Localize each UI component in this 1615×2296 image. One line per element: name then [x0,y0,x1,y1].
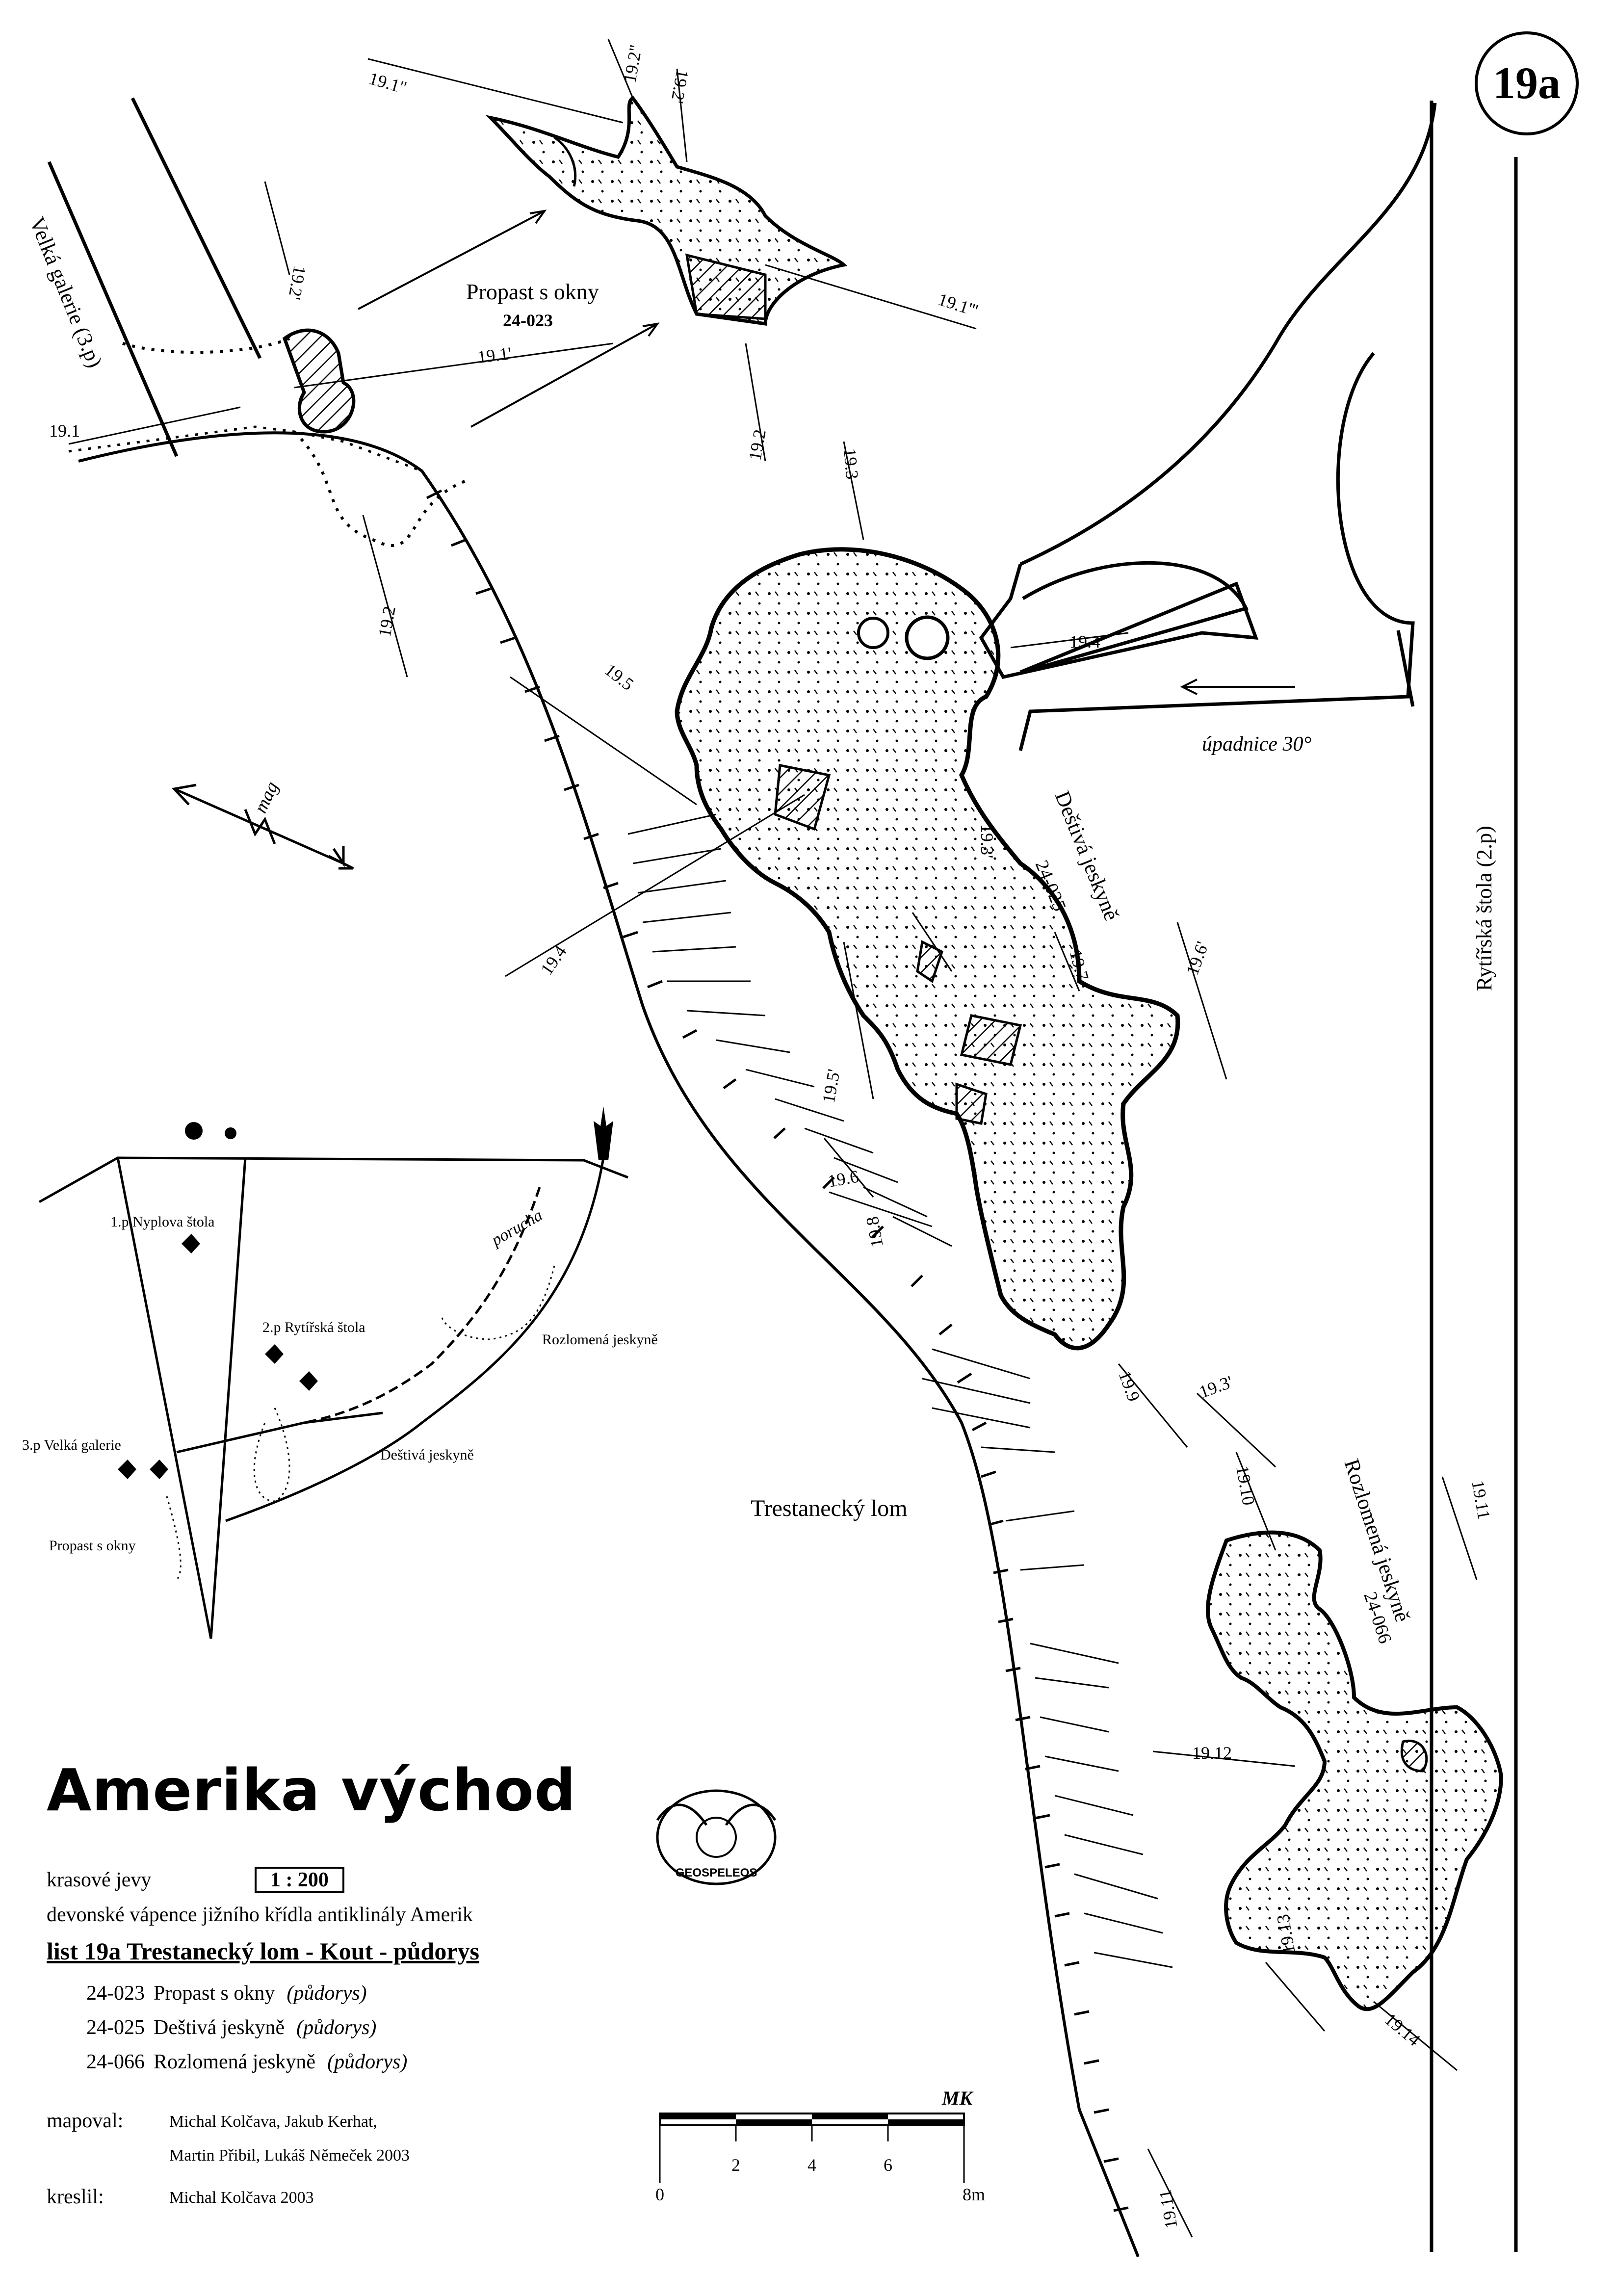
mapoval-label: mapoval: [47,2110,124,2132]
velka-galerie-label: Velká galerie (3.p) [25,213,107,371]
profile-destiva: Deštivá jeskyně [380,1447,474,1463]
upadnice-label: úpadnice 30° [1202,733,1311,756]
propast-code-label: 24-023 [503,311,553,330]
logo-text: GEOSPELEOS [676,1866,757,1879]
cave-entry-1: 24-023 Propast s okny (půdorys) [47,1982,367,2005]
station-19-3p-a: 19.3' [977,824,997,859]
mapoval-names-1: Michal Kolčava, Jakub Kerhat, [169,2113,377,2131]
propast-name-label: Propast s okny [466,279,599,304]
station-19-9: 19.9 [1115,1368,1144,1404]
cave-name: Deštivá jeskyně [154,2016,285,2039]
station-19-1: 19.1 [49,421,80,441]
upper-tunnel [979,352,1415,751]
station-19-5p: 19.5' [818,1068,843,1104]
kreslil-label: kreslil: [47,2186,104,2208]
station-19-2-bottom: 19.2 [745,428,769,462]
station-19-2pp: 19.2" [620,43,646,84]
station-19-6: 19.6 [826,1167,860,1191]
scale-tick-0: 0 [655,2185,664,2204]
scale-tick-4: 4 [808,2155,816,2175]
propast-leader-arrows [358,209,660,428]
profile-trees [185,1106,613,1160]
scale-bar: 0 2 4 6 8m MK [655,2087,985,2204]
station-19-11-right: 19.11 [1468,1479,1494,1520]
cave-code: 24-025 [86,2016,145,2039]
profile-rozlomena: Rozlomená jeskyně [542,1331,658,1348]
krasove-label: krasové jevy [47,1869,152,1891]
cave-code: 24-066 [86,2051,145,2073]
upadnice-arrow [1180,678,1295,695]
profile-propast: Propast s okny [49,1538,136,1554]
sheet-title: list 19a Trestanecký lom - Kout - půdory… [47,1937,479,1965]
survey-lines [68,39,1478,2238]
profile-level2: 2.p Rytířská štola [262,1319,365,1335]
cave-note: (půdorys) [287,1982,367,2005]
cave-entry-2: 24-025 Deštivá jeskyně (půdorys) [47,2016,376,2039]
station-19-14: 19.14 [1381,2009,1424,2050]
station-19-1ppp: 19.1''' [936,289,981,321]
north-arrow [172,783,354,870]
sheet-badge: 19a [1475,31,1579,135]
geology-line: devonské vápence jižního křídla antiklin… [47,1904,473,1926]
rozlomena-jeskyne [1205,1530,1504,2011]
station-19-6p: 19.6' [1182,939,1212,978]
propast-entrance [68,328,467,547]
cave-code: 24-023 [86,1982,145,2005]
quarry-ticks [426,489,1129,2212]
sheet-badge-text: 19a [1493,58,1561,108]
scale-tick-6: 6 [884,2155,892,2175]
cave-note: (půdorys) [327,2051,408,2073]
north-arrow-label: mag [250,779,283,816]
cave-name: Rozlomená jeskyně [154,2051,316,2073]
station-19-10: 19.10 [1232,1464,1258,1507]
station-19-4p: 19.4' [1069,632,1104,652]
velka-galerie-corridor [47,97,262,457]
trestanecky-lom-label: Trestanecký lom [751,1495,908,1521]
quarry-rim [78,431,1140,2258]
profile-inset [38,1156,628,1639]
cave-name: Propast s okny [154,1982,275,2005]
station-19-8: 19.8 [862,1215,887,1249]
station-19-1pp: 19.1" [367,68,409,98]
cave-entry-3: 24-066 Rozlomená jeskyně (půdorys) [47,2051,407,2073]
station-19-3p-b: 19.3' [1197,1372,1235,1402]
station-19-11-bottom: 19.11 [1155,2188,1181,2230]
destiva-jeskyne [675,547,1180,1351]
rytirska-stola-label: Rytířská štola (2.p) [1472,826,1496,991]
profile-markers [118,1234,318,1479]
profile-labels: 1.p Nyplova štola 2.p Rytířská štola 3.p… [22,1206,658,1554]
scale-tick-2: 2 [731,2155,740,2175]
station-19-12: 19.12 [1192,1743,1232,1763]
profile-level3: 3.p Velká galerie [22,1437,121,1453]
station-19-4: 19.4 [537,942,571,979]
scale-ratio: 1 : 200 [254,1867,344,1894]
station-19-1p: 19.1' [476,343,513,367]
station-19-2p-right: 19.2' [667,68,692,105]
map-title: Amerika východ [47,1756,576,1824]
propast-upper-detail [485,96,848,326]
geospeleos-logo: GEOSPELEOS [656,1789,777,1885]
cave-note: (půdorys) [296,2016,377,2039]
scale-tick-8: 8m [963,2185,985,2204]
station-19-5: 19.5 [601,660,637,694]
kreslil-name: Michal Kolčava 2003 [169,2189,314,2207]
profile-level1: 1.p Nyplova štola [110,1214,214,1230]
mapoval-names-2: Martin Přibil, Lukáš Němeček 2003 [169,2146,410,2165]
station-19-3: 19.3 [840,447,862,480]
scale-author-mark: MK [941,2087,974,2109]
quarry-hachures [627,813,1173,1968]
